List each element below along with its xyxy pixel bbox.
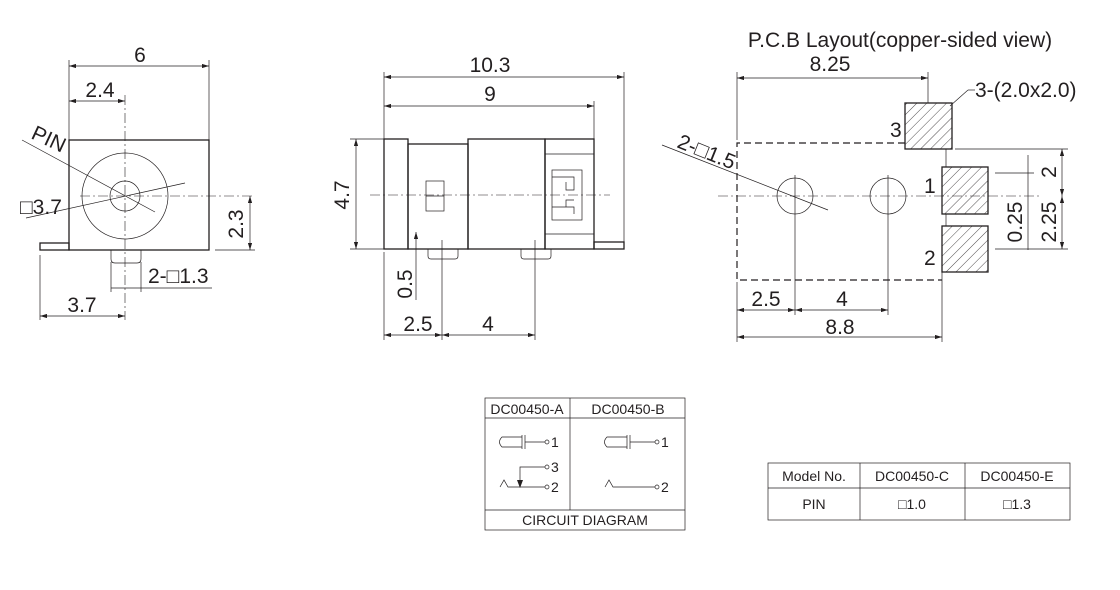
dim-pad3-offset: 8.25 <box>810 53 851 76</box>
dim-2-25: 2.25 <box>1038 202 1061 243</box>
schematic-a: 1 3 2 <box>499 434 559 495</box>
dim-height: 4.7 <box>331 180 354 209</box>
pcb-title: P.C.B Layout(copper-sided view) <box>748 29 1052 52</box>
dim-total-width: 8.8 <box>825 316 854 339</box>
dim-hole: □3.7 <box>20 196 62 219</box>
pad2-label: 2 <box>924 247 936 270</box>
dim-pin-size: 2-□1.3 <box>148 265 209 288</box>
dim-pin-spacing: 4 <box>482 313 494 336</box>
dim-center-offset: 2.4 <box>85 79 115 102</box>
pad3-label: 3 <box>890 119 902 142</box>
dim-pin-offset: 3.7 <box>67 294 96 317</box>
pin-e: □1.3 <box>1003 496 1031 512</box>
dim-pin1-offset: 2.5 <box>403 313 432 336</box>
header-c: DC00450-C <box>875 468 949 484</box>
body-outline <box>68 139 210 251</box>
circuit-col-b: DC00450-B <box>591 401 664 417</box>
pin-label: 2 <box>661 479 669 495</box>
pad-3 <box>904 102 953 150</box>
schematic-b: 1 2 <box>604 434 669 495</box>
dim-hole-size: 2-□1.5 <box>674 130 739 174</box>
dim-height-center: 2.3 <box>225 209 248 238</box>
dim-hole1-offset: 2.5 <box>751 288 780 311</box>
pin-label: 3 <box>551 459 559 475</box>
front-view: 10.3 9 4.7 0.5 2.5 4 <box>331 54 625 340</box>
header-model: Model No. <box>782 468 846 484</box>
pin-label: 1 <box>661 434 669 450</box>
dim-pad-size: 3-(2.0x2.0) <box>975 79 1077 102</box>
dim-hole-spacing: 4 <box>836 288 848 311</box>
pin-label: PIN <box>28 122 69 158</box>
flange <box>39 242 70 251</box>
pad-2 <box>941 225 989 273</box>
pin-c: □1.0 <box>898 496 926 512</box>
circuit-col-a: DC00450-A <box>490 401 564 417</box>
dim-total-length: 10.3 <box>470 54 511 77</box>
header-e: DC00450-E <box>980 468 1053 484</box>
pin-label: 2 <box>551 479 559 495</box>
dim-2: 2 <box>1038 166 1061 178</box>
pad1-label: 1 <box>924 175 936 198</box>
dim-width: 6 <box>134 44 146 67</box>
side-view: 6 2.4 PIN □3.7 2.3 2-□1.3 3.7 <box>20 44 255 320</box>
pcb-layout: P.C.B Layout(copper-sided view) 3 1 2 8.… <box>661 29 1077 342</box>
dim-pin-height: 0.5 <box>394 269 417 298</box>
circuit-caption: CIRCUIT DIAGRAM <box>522 512 648 528</box>
row-label: PIN <box>802 496 825 512</box>
dim-body-length: 9 <box>484 83 496 106</box>
circuit-diagram-table: DC00450-A DC00450-B CIRCUIT DIAGRAM 1 3 … <box>484 397 686 531</box>
pin-label: 1 <box>551 434 559 450</box>
dim-0-25: 0.25 <box>1004 202 1027 243</box>
pin <box>110 250 142 264</box>
model-table: Model No. DC00450-C DC00450-E PIN □1.0 □… <box>767 462 1071 521</box>
pad-1 <box>941 166 989 215</box>
